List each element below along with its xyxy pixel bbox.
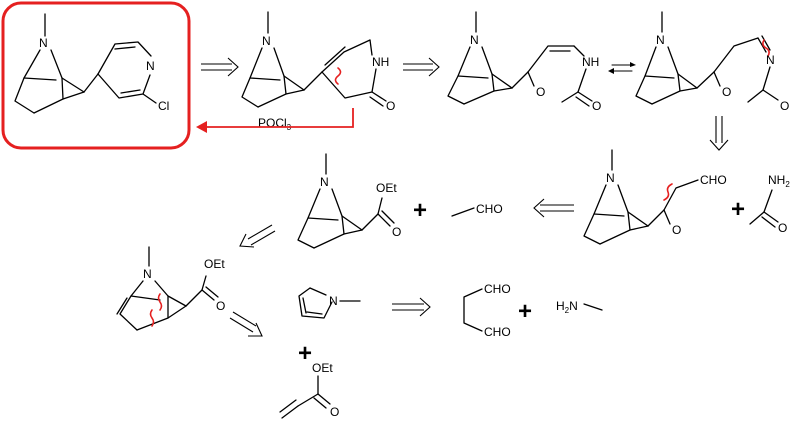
retro-arrow: [392, 297, 431, 317]
disconnection-mark: [663, 183, 673, 201]
ethyl-acrylate: OEt O: [279, 361, 339, 419]
enamide-n-label: N: [470, 33, 479, 47]
plus-sign: +: [731, 196, 745, 223]
target-pyridine-n: N: [146, 59, 155, 73]
pyridone-intermediate: N NH O POCl3: [241, 11, 395, 132]
acrylate-oet: OEt: [312, 361, 333, 375]
target-highlight-box: [1, 1, 191, 150]
poc-reagent-label: POCl3: [258, 116, 292, 132]
imine-amide-o: O: [780, 99, 789, 113]
ester-carbonyl-o: O: [392, 225, 401, 239]
adduct-carbonyl-o: O: [216, 299, 225, 313]
ketoaldehyde-n-label: N: [606, 171, 615, 185]
ketoaldehyde-cho: CHO: [700, 173, 727, 187]
acetamide: NH2 O: [749, 173, 790, 235]
acetaldehyde-cho: CHO: [476, 202, 503, 216]
ester-oet: OEt: [376, 181, 397, 195]
acetamide-nh2: NH2: [768, 173, 790, 189]
acetaldehyde: CHO: [451, 202, 503, 217]
enamide-nh-label: NH: [582, 55, 599, 69]
pyridone-nh-label: NH: [372, 55, 389, 69]
disconnection-mark: [157, 293, 163, 311]
plus-sign: +: [518, 298, 532, 325]
pyridone-n-label: N: [262, 34, 271, 48]
retro-arrow-diagonal: [229, 311, 263, 337]
equilibrium-arrows: [608, 62, 636, 74]
methylamine-label: H2N: [556, 299, 578, 315]
plus-sign: +: [298, 340, 312, 367]
retro-arrow-left: [533, 198, 574, 218]
plus-sign: +: [413, 197, 427, 224]
imine-tautomer: N O N O: [635, 11, 789, 113]
enamide-amide-o: O: [592, 99, 601, 113]
retro-arrow-diagonal: [239, 224, 276, 248]
acetamide-o: O: [778, 221, 787, 235]
ketoaldehyde: N O CHO: [583, 149, 727, 245]
succinaldehyde-cho-bottom: CHO: [484, 325, 511, 339]
ester-n-label: N: [320, 175, 329, 189]
bicyclic-ester: N OEt O: [297, 153, 401, 249]
retro-arrow: [403, 57, 440, 77]
pyridone-o-label: O: [386, 99, 395, 113]
disconnection-mark: [334, 67, 342, 85]
retro-arrow: [201, 57, 239, 77]
imine-n-label: N: [656, 33, 665, 47]
disconnection-mark: [762, 39, 770, 57]
imine-n-label-2: N: [766, 53, 775, 67]
n-methylpyrrole: N: [298, 287, 361, 319]
ketoaldehyde-o: O: [672, 223, 681, 237]
target-cl-label: Cl: [158, 99, 169, 113]
target-n-label: N: [39, 36, 48, 50]
target-molecule: N N Cl: [1, 1, 191, 150]
succinaldehyde-cho-top: CHO: [484, 282, 511, 296]
adduct-oet: OEt: [204, 257, 225, 271]
succinaldehyde: CHO CHO: [463, 282, 511, 339]
diels-alder-adduct: N OEt O: [116, 246, 225, 331]
retro-arrow-down: [709, 116, 729, 151]
adduct-n-label: N: [143, 267, 152, 281]
enamide-intermediate: N O NH O: [447, 11, 601, 113]
enamide-ketone-o: O: [536, 85, 545, 99]
imine-ketone-o: O: [722, 85, 731, 99]
pyrrole-n-label: N: [329, 294, 338, 308]
acrylate-carbonyl-o: O: [330, 405, 339, 419]
disconnection-mark: [149, 309, 155, 327]
methylamine: H2N: [556, 299, 603, 315]
forward-arrow-poc: [196, 108, 354, 133]
